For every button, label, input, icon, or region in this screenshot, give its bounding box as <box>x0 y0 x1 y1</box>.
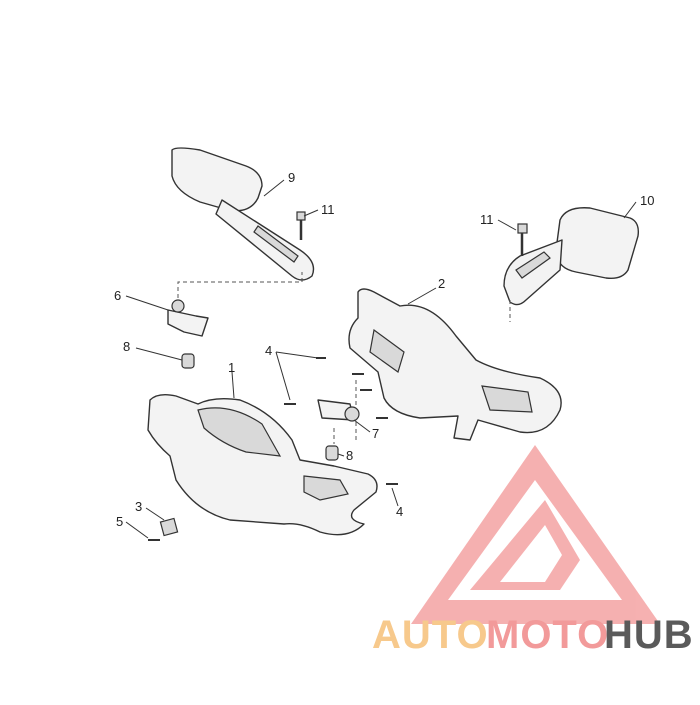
callout-4-upper: 4 <box>265 343 272 358</box>
leader-lines <box>125 179 637 539</box>
callout-8-left: 8 <box>123 339 130 354</box>
watermark-moto: MOTO <box>486 613 609 657</box>
callout-11-left: 11 <box>321 202 335 217</box>
callout-11-right: 11 <box>480 212 494 227</box>
watermark-logo-mark <box>411 445 660 624</box>
callout-10: 10 <box>640 193 654 208</box>
watermark-text: AUTO MOTO HUB <box>372 613 694 657</box>
mirror-bolt-right <box>517 223 528 256</box>
bushing-8-right <box>325 445 339 461</box>
callout-3: 3 <box>135 499 142 514</box>
callout-7: 7 <box>372 426 379 441</box>
callout-8-right: 8 <box>346 448 353 463</box>
bushing-8-left <box>181 353 195 369</box>
front-handlebar-cover <box>147 393 378 536</box>
right-mirror <box>503 207 640 306</box>
rear-handlebar-cover <box>348 288 562 441</box>
callout-4-lower: 4 <box>396 504 403 519</box>
left-mirror <box>171 147 315 281</box>
bracket-6 <box>167 299 209 337</box>
callout-5: 5 <box>116 514 123 529</box>
watermark-auto: AUTO <box>372 613 489 657</box>
bracket-7 <box>317 399 360 422</box>
callout-labels: 9 10 11 11 2 6 8 4 1 7 8 4 3 5 <box>114 170 654 529</box>
mirror-bolt-left <box>296 211 306 240</box>
watermark-hub: HUB <box>604 613 694 657</box>
callout-2: 2 <box>438 276 445 291</box>
callout-9: 9 <box>288 170 295 185</box>
clip-3 <box>159 517 179 537</box>
callout-6: 6 <box>114 288 121 303</box>
screw-group <box>148 357 398 541</box>
callout-1: 1 <box>228 360 235 375</box>
